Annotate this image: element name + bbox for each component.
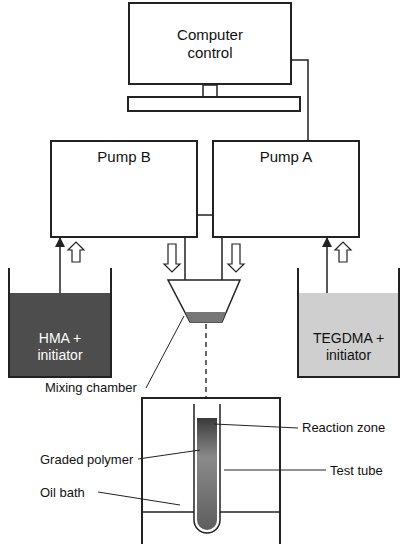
part-label: Reaction zone <box>302 420 385 436</box>
mixed-liquid <box>185 312 226 322</box>
node-label: Pump B <box>97 148 150 166</box>
node-label: HMA + initiator <box>18 330 102 364</box>
leader-line <box>214 424 298 428</box>
part-label: Oil bath <box>40 485 85 501</box>
oil-bath <box>142 398 280 544</box>
part-label: Graded polymer <box>40 452 133 468</box>
flow-arrow <box>164 244 180 272</box>
flow-arrow <box>335 242 351 262</box>
node-label: Computer control <box>164 26 256 62</box>
node-label: Pump A <box>260 148 313 166</box>
graded-polymer <box>197 418 217 530</box>
leader-line <box>98 492 180 505</box>
monitor-screen: Computer control <box>128 2 292 85</box>
pump-box: Pump A <box>212 140 360 238</box>
part-label: Mixing chamber <box>45 380 137 396</box>
feed-tube <box>59 238 61 268</box>
feed-tube <box>326 238 328 268</box>
node-label: TEGDMA + initiator <box>307 330 391 364</box>
flow-arrow <box>228 244 244 272</box>
leader-line <box>146 316 184 388</box>
monitor-neck <box>203 85 217 97</box>
signal-wire <box>292 60 308 140</box>
flow-arrow <box>68 242 84 262</box>
reservoir: HMA + initiator <box>8 268 112 378</box>
test-tube <box>194 404 220 533</box>
leader-line <box>138 450 200 459</box>
part-label: Test tube <box>330 463 383 479</box>
monitor-base <box>128 97 300 111</box>
signal-wire <box>198 214 212 216</box>
pump-box: Pump B <box>50 140 198 238</box>
mixing-chamber <box>168 280 240 322</box>
reservoir: TEGDMA + initiator <box>297 268 400 378</box>
leader-line <box>224 470 326 471</box>
